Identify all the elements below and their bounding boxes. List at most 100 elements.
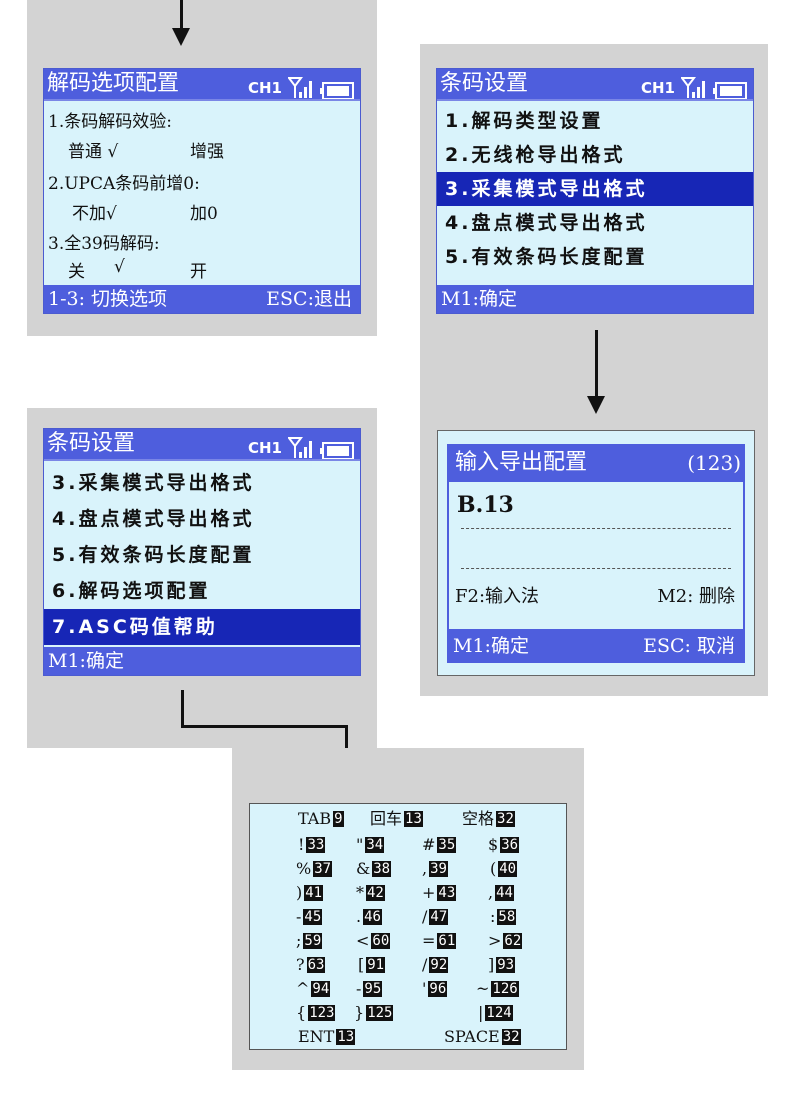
ascii-entry: ~126 [476,979,519,998]
ascii-entry: &38 [356,859,392,878]
menu-item-inventory-export[interactable]: 4.盘点模式导出格式 [445,212,648,234]
footer-confirm-hint: M1:确定 [441,288,517,310]
option-1-normal-checked[interactable]: 普通 √ [68,142,119,162]
ascii-entry: -45 [296,907,323,926]
option-3-off-check: √ [114,257,125,277]
menu-item-barcode-length[interactable]: 5.有效条码长度配置 [52,544,255,566]
menu-item-inventory-export[interactable]: 4.盘点模式导出格式 [52,508,255,530]
ascii-entry: !33 [298,835,326,854]
ascii-entry: +43 [422,883,457,902]
flow-arrow-line-2 [595,330,598,398]
export-value-input[interactable]: B.13 [457,492,514,518]
menu-item-decode-type[interactable]: 1.解码类型设置 [445,110,604,132]
ascii-entry: {123 [296,1003,336,1022]
ascii-entry: [91 [358,955,386,974]
footer-confirm-hint: M1:确定 [48,650,124,672]
option-2-no-add-checked[interactable]: 不加√ [72,204,117,224]
option-3-on[interactable]: 开 [190,262,207,282]
menu-item-barcode-length[interactable]: 5.有效条码长度配置 [445,246,648,268]
input-divider-2 [461,568,731,569]
dialog-header: 输入导出配置 (123) [447,444,745,482]
header-divider [44,459,360,461]
channel-label: CH1 [248,79,282,97]
screen-title: 条码设置 [47,431,136,456]
signal-antenna-icon [681,77,707,99]
barcode-settings-screen-a: 条码设置 CH1 1.解码类型设置 2.无线枪导出格式 3.采集模式导出格式 4… [436,68,754,314]
dialog-body: B.13 F2:输入法 M2: 删除 M1:确定 ESC: 取消 [447,482,745,663]
delete-hint: M2: 删除 [657,586,735,607]
flow-arrow-head-1 [172,28,190,46]
ascii-entry: %37 [296,859,333,878]
channel-label: CH1 [248,439,282,457]
menu-item-collect-export[interactable]: 3.采集模式导出格式 [52,472,255,494]
decode-options-screen: 解码选项配置 CH1 1.条码解码效验: 普通 √ 增强 2.UPCA条码前增0… [43,68,361,314]
footer-toggle-hint: 1-3: 切换选项 [48,288,168,310]
screen-header: 条码设置 CH1 [44,429,360,460]
ascii-entry: ,39 [422,859,448,878]
option-2-label: 2.UPCA条码前增0: [48,174,200,194]
screen-header: 条码设置 CH1 [437,69,753,100]
header-divider [44,99,360,101]
flow-arrow-head-2 [587,396,605,414]
screen-title: 条码设置 [440,71,529,96]
ascii-entry: <60 [356,931,391,950]
status-bar: CH1 [641,73,747,103]
dialog-title: 输入导出配置 [455,450,588,475]
ascii-entry: :58 [490,907,517,926]
option-1-label: 1.条码解码效验: [48,112,172,132]
menu-item-wireless-export[interactable]: 2.无线枪导出格式 [445,144,626,166]
footer-confirm-hint: M1:确定 [453,635,529,657]
ascii-entry: ;59 [296,931,323,950]
ascii-entry: "34 [356,835,385,854]
status-bar: CH1 [248,73,354,103]
flow-arrow-line-3a [181,690,184,728]
flow-arrow-line-1 [180,0,183,30]
input-export-screen: 输入导出配置 (123) B.13 F2:输入法 M2: 删除 M1:确定 ES… [437,430,755,676]
ascii-entry: *42 [356,883,385,902]
channel-label: CH1 [641,79,675,97]
screen-footer: M1:确定 [44,647,360,675]
battery-icon [320,79,354,100]
ascii-entry: ]93 [488,955,516,974]
input-mode-indicator: (123) [687,451,741,475]
ascii-entry: '96 [422,979,448,998]
ascii-entry: ?63 [296,955,326,974]
screen-title: 解码选项配置 [47,71,180,96]
menu-item-collect-export-selected[interactable]: 3.采集模式导出格式 [437,172,753,206]
ascii-entry: /92 [422,955,449,974]
ascii-entry: |124 [478,1003,513,1022]
ascii-entry: (40 [490,859,518,878]
ascii-entry: }125 [354,1003,394,1022]
screen-footer: M1:确定 [437,285,753,313]
option-3-off[interactable]: 关 [68,262,85,282]
option-3-label: 3.全39码解码: [48,234,160,254]
ascii-entry: .46 [356,907,382,926]
menu-item-decode-options[interactable]: 6.解码选项配置 [52,580,211,602]
header-divider [437,99,753,101]
battery-icon [320,439,354,460]
signal-antenna-icon [288,77,314,99]
ascii-entry: #35 [422,835,457,854]
option-2-add-zero[interactable]: 加0 [190,204,218,224]
ascii-entry: )41 [296,883,324,902]
flow-arrow-line-3b [181,725,348,728]
ascii-entry: /47 [422,907,449,926]
menu-item-ascii-help-selected[interactable]: 7.ASC码值帮助 [44,609,360,645]
dialog-footer: M1:确定 ESC: 取消 [449,629,743,663]
ascii-entry: ,44 [488,883,514,902]
ascii-entry: -95 [356,979,383,998]
input-method-hint: F2:输入法 [455,586,540,607]
ascii-entry: $36 [488,835,520,854]
option-1-enhanced[interactable]: 增强 [190,142,224,162]
footer-cancel-hint: ESC: 取消 [643,635,735,657]
ascii-entry: ^94 [296,979,331,998]
screen-header: 解码选项配置 CH1 [44,69,360,100]
screen-footer: 1-3: 切换选项 ESC:退出 [44,285,360,313]
footer-exit-hint: ESC:退出 [266,288,352,310]
